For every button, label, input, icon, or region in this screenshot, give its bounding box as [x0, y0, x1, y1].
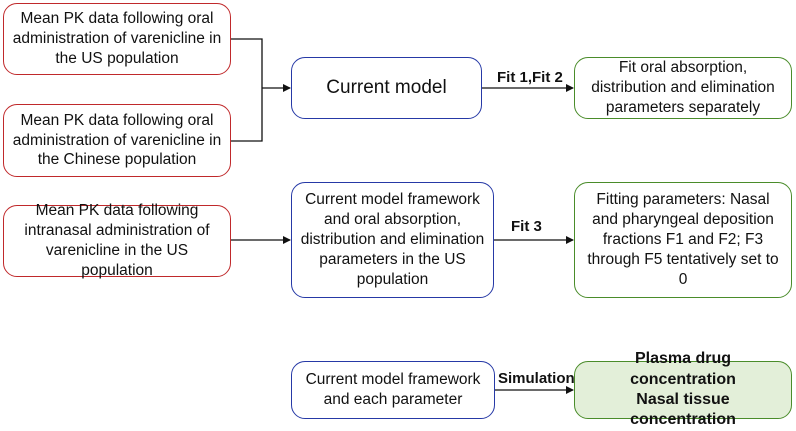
- merge-line: [231, 38, 263, 142]
- model-framework-each-text: Current model framework and each paramet…: [305, 371, 481, 408]
- simulation-label: Simulation: [498, 370, 575, 387]
- fit3-label: Fit 3: [511, 218, 542, 235]
- input-us-oral-text: Mean PK data following oral administrati…: [12, 10, 222, 67]
- input-us-nasal: Mean PK data following intranasal admini…: [3, 202, 231, 279]
- model-framework-oral-text: Current model framework and oral absorpt…: [300, 191, 485, 288]
- model-framework-oral-box: Current model framework and oral absorpt…: [291, 182, 494, 298]
- nasal-tissue-concentration-text: Nasal tissue concentration: [630, 391, 736, 429]
- output-fit-oral: Fit oral absorption, distribution and el…: [574, 57, 792, 119]
- output-simulation-results: Plasma drug concentration Nasal tissue c…: [574, 350, 792, 428]
- current-model-text: Current model: [326, 76, 447, 98]
- connector-lines: [231, 38, 574, 394]
- current-model-box: Current model: [291, 57, 482, 119]
- output-fitting-nasal: Fitting parameters: Nasal and pharyngeal…: [574, 182, 792, 298]
- input-us-nasal-text: Mean PK data following intranasal admini…: [24, 202, 210, 279]
- plasma-concentration-text: Plasma drug concentration: [630, 350, 736, 388]
- input-chinese-oral-text: Mean PK data following oral administrati…: [12, 111, 222, 169]
- input-chinese-oral: Mean PK data following oral administrati…: [3, 104, 231, 177]
- input-us-oral: Mean PK data following oral administrati…: [3, 3, 231, 75]
- fit12-label: Fit 1,Fit 2: [497, 69, 563, 86]
- output-fit-oral-text: Fit oral absorption, distribution and el…: [591, 59, 775, 116]
- model-framework-each-box: Current model framework and each paramet…: [291, 361, 495, 419]
- output-fitting-nasal-text: Fitting parameters: Nasal and pharyngeal…: [587, 191, 779, 288]
